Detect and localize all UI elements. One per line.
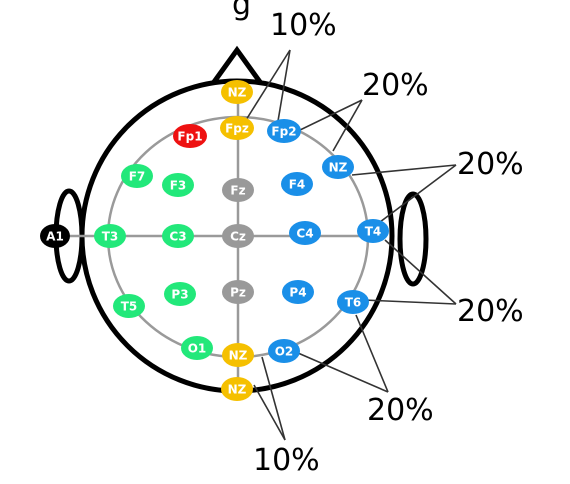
electrode-fp1-label: Fp1 (177, 130, 202, 144)
electrode-fpz-marker (220, 116, 254, 140)
pointer-right-upper-2 (379, 164, 457, 223)
electrode-cz-label: Cz (230, 230, 246, 244)
pct-label-top: 10% (270, 8, 337, 43)
electrode-fpz-label: Fpz (225, 122, 249, 136)
pointer-lower-right-1 (355, 314, 389, 393)
right-ear (397, 191, 429, 287)
electrode-f3-label: F3 (170, 179, 187, 193)
electrode-t3: T3 (94, 224, 126, 248)
electrode-nz-bottom-inner-label: NZ (229, 349, 248, 363)
electrode-cz: Cz (222, 224, 254, 248)
electrode-fz-label: Fz (230, 184, 245, 198)
electrode-t6: T6 (337, 290, 369, 314)
pct-label-lower-right: 20% (367, 393, 434, 428)
pointer-top-1 (245, 49, 291, 121)
electrode-nz-top-marker (221, 80, 253, 104)
electrode-o2-marker (268, 339, 300, 363)
electrode-o1: O1 (181, 336, 213, 360)
pct-label-upper-right: 20% (362, 68, 429, 103)
electrode-f7-label: F7 (129, 170, 146, 184)
electrode-pz: Pz (222, 280, 254, 304)
pointer-upper-right-2 (332, 99, 363, 152)
electrode-a1: A1 (40, 224, 70, 248)
pointer-bottom-1 (261, 356, 286, 441)
pointer-upper-right-1 (297, 99, 363, 132)
pointer-lines (245, 49, 457, 441)
electrode-t3-label: T3 (102, 230, 119, 244)
electrode-t5-label: T5 (121, 300, 138, 314)
electrode-fz: Fz (222, 178, 254, 202)
electrode-nz-top-label: NZ (228, 86, 247, 100)
electrode-nz-right: NZ (322, 155, 354, 179)
electrode-t4: T4 (357, 219, 389, 243)
electrode-f4: F4 (281, 172, 313, 196)
pointer-right-lower-2 (363, 299, 457, 305)
title-fragment: g (232, 0, 251, 22)
electrode-nz-right-marker (322, 155, 354, 179)
pointer-right-lower-1 (384, 239, 457, 305)
electrode-fz-marker (222, 178, 254, 202)
electrode-pz-label: Pz (230, 286, 246, 300)
electrode-fpz: Fpz (220, 116, 254, 140)
electrode-t6-marker (337, 290, 369, 314)
electrode-c3-marker (162, 224, 194, 248)
electrode-a1-marker (40, 224, 70, 248)
electrode-t5: T5 (113, 294, 145, 318)
electrode-f3-marker (162, 173, 194, 197)
electrode-p4-label: P4 (289, 286, 306, 300)
electrode-c3-label: C3 (169, 230, 186, 244)
pct-label-right-lower: 20% (457, 294, 524, 329)
electrode-fp2-marker (267, 119, 301, 143)
pointer-right-upper-1 (351, 164, 457, 176)
electrode-fp1: Fp1 (173, 124, 207, 148)
pointer-top-2 (277, 49, 291, 122)
electrode-c4-marker (289, 221, 321, 245)
electrode-p4: P4 (282, 280, 314, 304)
electrode-fp1-marker (173, 124, 207, 148)
percentage-labels: 10% 20% 20% 20% 20% 10% (253, 8, 524, 478)
electrode-o2: O2 (268, 339, 300, 363)
electrode-a1-label: A1 (46, 230, 64, 244)
electrode-nz-bottom-marker (221, 377, 253, 401)
pointer-lower-right-2 (297, 352, 389, 393)
electrodes: NZ Fpz Fp1 Fp2 NZ F7 F3 Fz (40, 80, 389, 401)
electrode-p3-marker (164, 282, 196, 306)
electrode-t4-marker (357, 219, 389, 243)
electrode-c4-label: C4 (296, 227, 313, 241)
electrode-o1-label: O1 (188, 342, 207, 356)
electrode-c3: C3 (162, 224, 194, 248)
electrode-t3-marker (94, 224, 126, 248)
electrode-p4-marker (282, 280, 314, 304)
electrode-t5-marker (113, 294, 145, 318)
electrode-f7-marker (121, 164, 153, 188)
electrode-nz-bottom: NZ (221, 377, 253, 401)
electrode-f7: F7 (121, 164, 153, 188)
electrode-nz-bottom-inner-marker (222, 343, 254, 367)
nose (211, 45, 263, 84)
electrode-p3: P3 (164, 282, 196, 306)
electrode-p3-label: P3 (171, 288, 188, 302)
pointer-bottom-2 (253, 384, 286, 441)
electrode-c4: C4 (289, 221, 321, 245)
electrode-nz-bottom-inner: NZ (222, 343, 254, 367)
electrode-pz-marker (222, 280, 254, 304)
electrode-nz-right-label: NZ (329, 161, 348, 175)
electrode-fp2-label: Fp2 (271, 125, 296, 139)
electrode-f4-marker (281, 172, 313, 196)
pct-label-bottom: 10% (253, 443, 320, 478)
electrode-t4-label: T4 (365, 225, 382, 239)
electrode-o1-marker (181, 336, 213, 360)
electrode-cz-marker (222, 224, 254, 248)
electrode-f4-label: F4 (289, 178, 306, 192)
electrode-fp2: Fp2 (267, 119, 301, 143)
electrode-t6-label: T6 (345, 296, 362, 310)
electrode-o2-label: O2 (275, 345, 294, 359)
electrode-f3: F3 (162, 173, 194, 197)
electrode-nz-bottom-label: NZ (228, 383, 247, 397)
electrode-nz-top: NZ (221, 80, 253, 104)
pct-label-right-upper: 20% (457, 147, 524, 182)
